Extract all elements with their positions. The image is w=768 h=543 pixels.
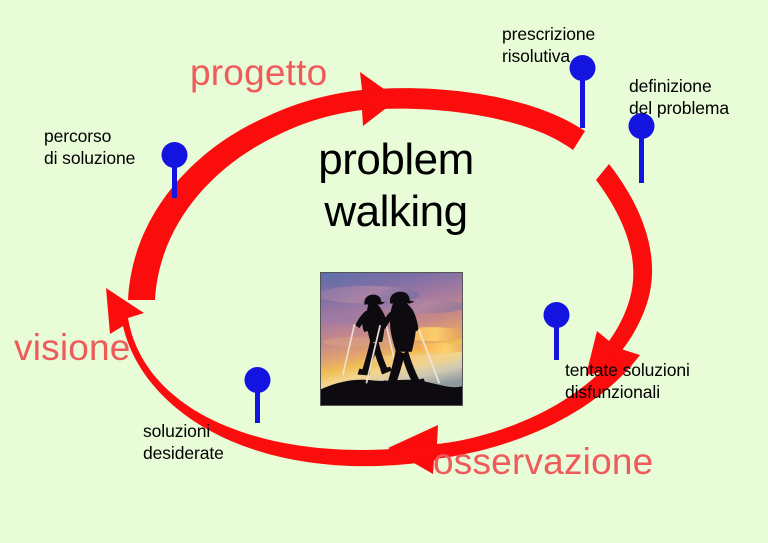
- pin-label-prescrizione-line2: risolutiva: [502, 45, 571, 66]
- walkers-photo: [320, 272, 463, 406]
- pin-label-tentate: tentate soluzioni disfunzionali: [565, 360, 690, 404]
- pin-marker-tentate[interactable]: [543, 302, 570, 360]
- pin-label-definizione-line2: del problema: [629, 97, 729, 118]
- phase-label-osservazione: osservazione: [433, 441, 654, 482]
- center-title-line1: problem: [318, 135, 474, 184]
- phase-label-progetto: progetto: [190, 52, 328, 93]
- pin-marker-definizione[interactable]: [628, 113, 655, 183]
- pin-marker-prescrizione[interactable]: [569, 55, 596, 128]
- pin-label-percorso-line2: di soluzione: [44, 147, 136, 168]
- walkers-photo-artwork: [321, 273, 462, 405]
- phase-label-visione: visione: [14, 327, 131, 368]
- center-title-line2: walking: [324, 186, 468, 236]
- walker-rear-silhouette: [355, 294, 392, 376]
- pin-label-soluzioni-line1: soluzioni: [143, 421, 211, 441]
- pin-label-definizione-line1: definizione: [629, 76, 712, 96]
- pin-label-soluzioni: soluzioni desiderate: [143, 421, 224, 465]
- pin-label-soluzioni-line2: desiderate: [143, 442, 224, 463]
- pin-label-definizione: definizione del problema: [629, 76, 729, 120]
- pin-marker-soluzioni[interactable]: [244, 367, 271, 423]
- center-title: problem walking: [268, 134, 524, 238]
- pin-label-percorso-line1: percorso: [44, 126, 112, 146]
- arrow-arc-prescrizione: [362, 88, 585, 150]
- pin-label-prescrizione-line1: prescrizione: [502, 24, 596, 44]
- pin-marker-percorso[interactable]: [161, 142, 188, 198]
- pin-label-tentate-line2: disfunzionali: [565, 381, 661, 402]
- pin-label-prescrizione: prescrizione risolutiva: [502, 24, 595, 68]
- pin-label-percorso: percorso di soluzione: [44, 126, 135, 170]
- arrow-arc-osservazione: [388, 349, 640, 474]
- arrow-arc-visione: [106, 288, 438, 467]
- walker-front-silhouette: [381, 291, 426, 389]
- arrow-arc-definizione: [586, 164, 653, 375]
- pin-label-tentate-line1: tentate soluzioni: [565, 360, 690, 380]
